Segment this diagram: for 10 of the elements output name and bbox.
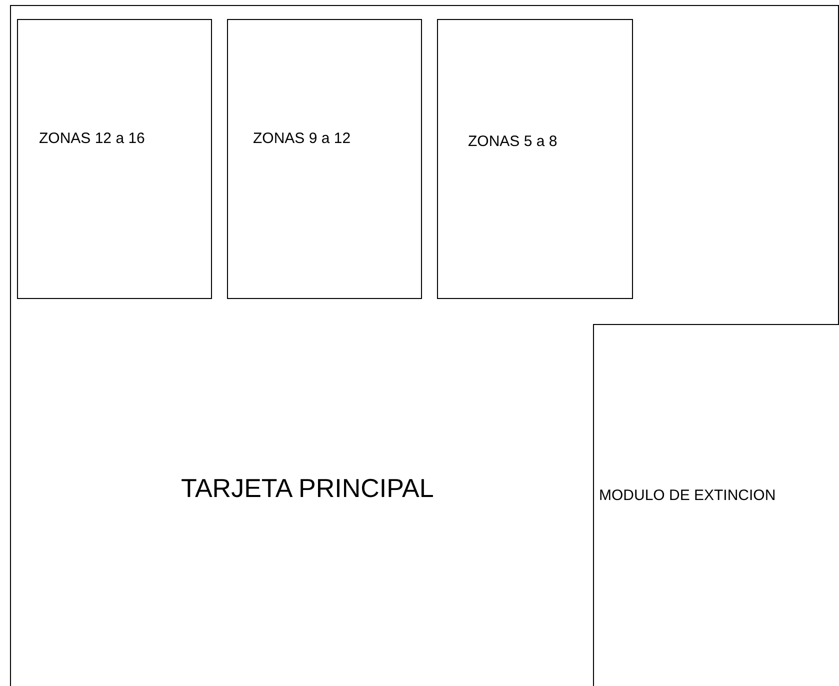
box-label: ZONAS 9 a 12	[253, 130, 351, 147]
board-outline	[10, 5, 839, 686]
zone-box	[17, 19, 212, 299]
module-box	[593, 324, 839, 686]
box-label: ZONAS 12 a 16	[39, 130, 145, 147]
board-label: TARJETA PRINCIPAL	[181, 473, 434, 504]
box-label: MODULO DE EXTINCION	[599, 487, 776, 504]
zone-box	[437, 19, 633, 299]
zone-box	[227, 19, 422, 299]
box-label: ZONAS 5 a 8	[468, 133, 558, 150]
